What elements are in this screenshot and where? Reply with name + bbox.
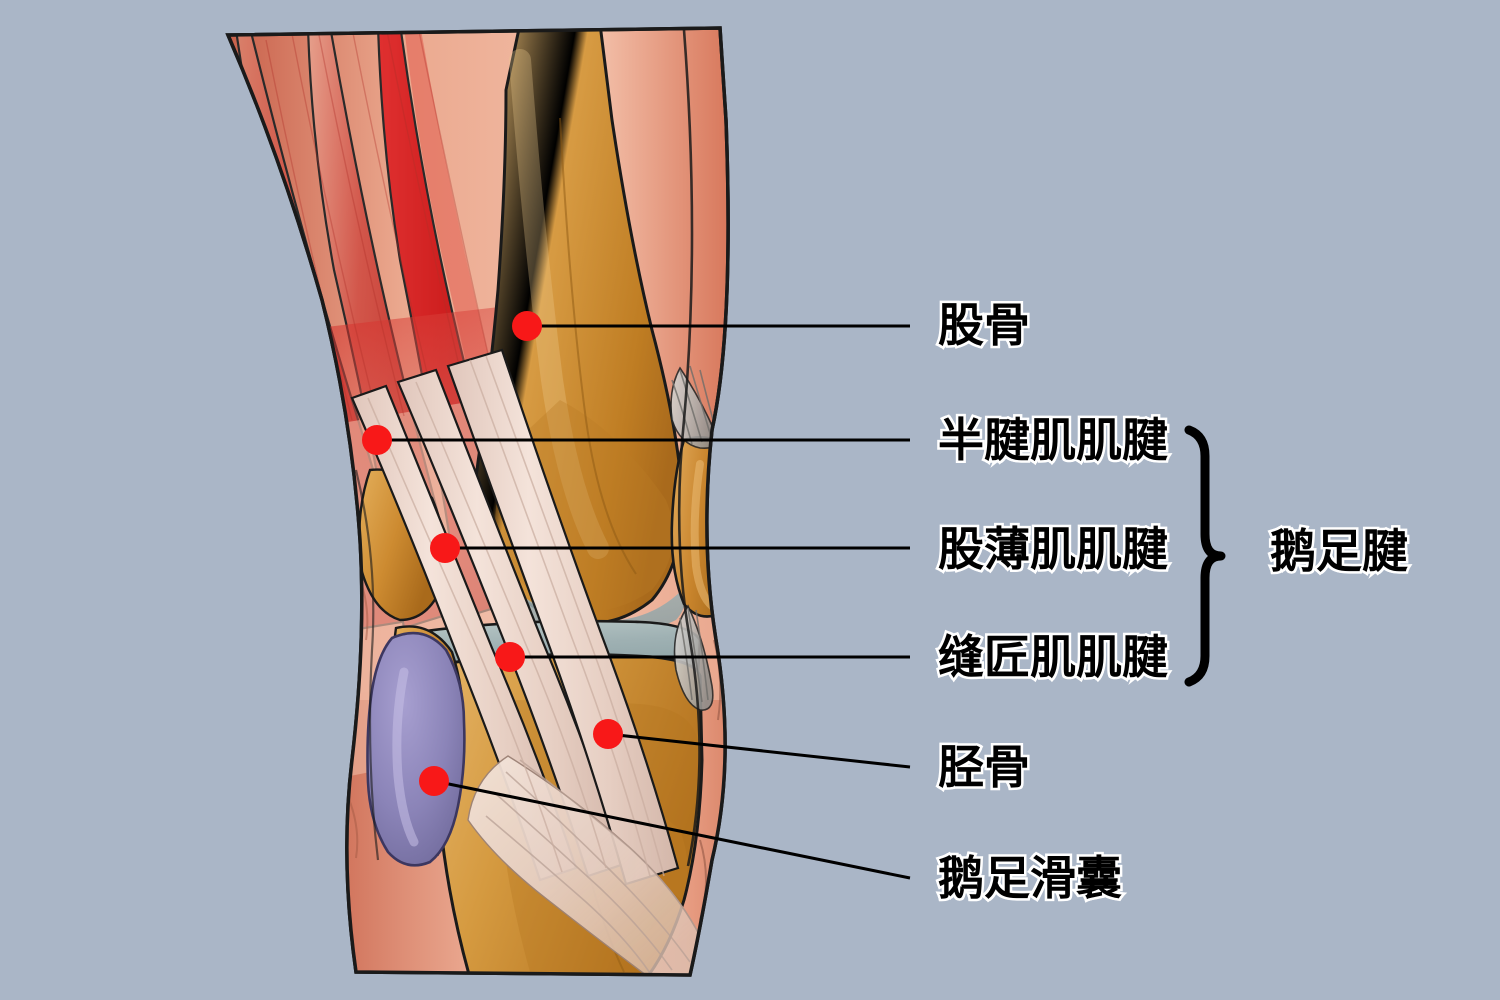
pes-anserine-bursa (366, 631, 466, 867)
label-pes-anserinus-group: 鹅足腱 (1268, 524, 1411, 578)
label-tibia: 胫骨 (936, 740, 1033, 794)
marker-dot-femur[interactable] (512, 311, 542, 341)
marker-dot-pes-anserine-bursa[interactable] (419, 766, 449, 796)
femur-medial-edge (559, 117, 637, 575)
marker-dot-gracilis[interactable] (430, 533, 460, 563)
label-semitendinosus: 半腱肌肌腱 (936, 413, 1171, 467)
label-gracilis: 股薄肌肌腱 (936, 522, 1171, 576)
label-femur: 股骨 (936, 298, 1033, 352)
leader-line-pes-anserine-bursa (433, 779, 911, 880)
skin-outline-top (225, 26, 730, 977)
marker-dot-semitendinosus[interactable] (362, 425, 392, 455)
skin-inner-edge-right (677, 29, 701, 867)
leader-line-tibia (607, 732, 911, 769)
skin-inner-edge-left (354, 469, 380, 861)
leader-gracilis (430, 533, 910, 563)
bursa-highlight (392, 667, 419, 847)
leader-pes-anserine-bursa (419, 766, 911, 880)
marker-dot-sartorius[interactable] (495, 642, 525, 672)
leader-tibia (593, 719, 911, 769)
pes-anserinus-brace (1184, 425, 1226, 687)
label-pes-anserine-bursa: 鹅足滑囊 (936, 851, 1125, 905)
leader-sartorius (495, 642, 910, 672)
femur-highlight (509, 49, 609, 559)
muscle-striations (265, 28, 499, 421)
marker-dot-tibia[interactable] (593, 719, 623, 749)
leader-femur (512, 311, 910, 341)
tendon-sartorius (446, 348, 680, 886)
patella-highlight (690, 460, 716, 610)
leader-semitendinosus (362, 425, 910, 455)
leader-lines-group (362, 311, 911, 880)
label-sartorius: 缝匠肌肌腱 (936, 630, 1171, 684)
